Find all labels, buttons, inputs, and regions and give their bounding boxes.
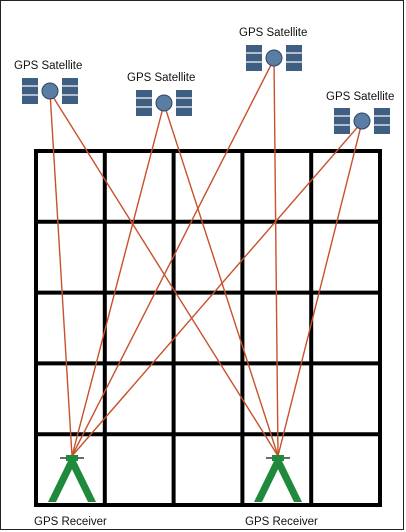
receiver-label-2: GPS Receiver (245, 516, 318, 528)
gps-satellite-4 (334, 108, 390, 134)
gps-satellite-2 (136, 90, 192, 116)
gps-receiver-2 (254, 455, 302, 502)
signal-line-sat4-receiver2 (278, 122, 362, 456)
signal-lines (50, 59, 362, 456)
gps-receiver-1 (48, 455, 96, 502)
receiver-label-1: GPS Receiver (34, 516, 107, 528)
satellite-label-1: GPS Satellite (14, 60, 82, 72)
signal-line-sat1-receiver1 (50, 92, 72, 456)
signal-line-sat2-receiver2 (164, 104, 278, 456)
satellite-label-2: GPS Satellite (127, 72, 195, 84)
map-grid (34, 151, 382, 505)
satellite-label-4: GPS Satellite (326, 91, 394, 103)
satellite-label-3: GPS Satellite (239, 27, 307, 39)
signal-line-sat3-receiver2 (274, 59, 278, 456)
